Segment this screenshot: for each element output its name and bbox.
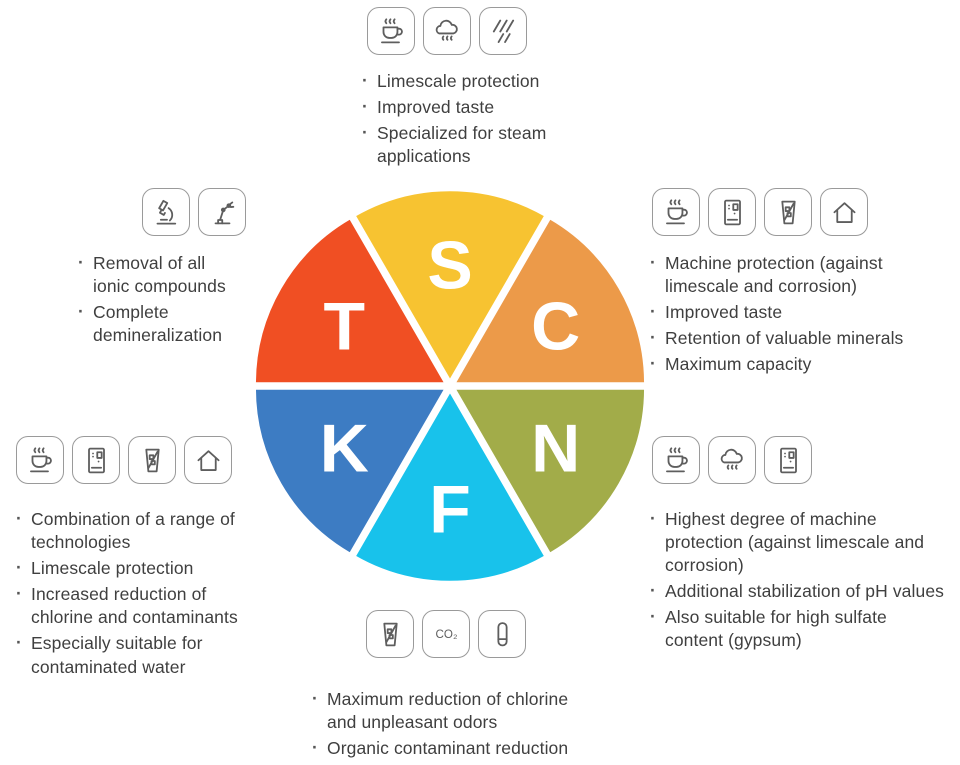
wheel-letter-F: F (429, 471, 471, 547)
house-icon (820, 188, 868, 236)
bullet-list-f: Maximum reduction of chlorine and unplea… (310, 687, 602, 763)
bullet-T: Complete demineralization (76, 300, 238, 347)
icon-row-s (367, 7, 527, 55)
bullet-C: Machine protection (against limescale an… (648, 251, 956, 298)
microscope-icon (142, 188, 190, 236)
wheel-segment-K (253, 387, 448, 556)
glass-icon (764, 188, 812, 236)
wheel-segment-T (253, 216, 448, 385)
house-icon (184, 436, 232, 484)
bullet-list-n: Highest degree of machine protection (ag… (648, 507, 948, 656)
bullet-list-k: Combination of a range of technologiesLi… (14, 507, 268, 682)
steam-cloud-icon (423, 7, 471, 55)
bullet-list-s: Limescale protectionImproved tasteSpecia… (360, 69, 592, 171)
icon-row-k (16, 436, 232, 484)
icon-row-c (652, 188, 868, 236)
wheel-segment-N (452, 387, 647, 556)
bullet-K: Combination of a range of technologies (14, 507, 268, 554)
robot-arm-icon (198, 188, 246, 236)
glass-icon (366, 610, 414, 658)
wheel-segment-C (452, 216, 647, 385)
steam-cup-icon (652, 436, 700, 484)
bullet-list-c: Machine protection (against limescale an… (648, 251, 956, 379)
bullet-K: Increased reduction of chlorine and cont… (14, 582, 268, 629)
steam-jets-icon (479, 7, 527, 55)
wheel-segment-F (352, 388, 548, 584)
wheel-letter-S: S (427, 227, 472, 303)
wheel-letter-N: N (531, 410, 580, 486)
bullet-C: Maximum capacity (648, 352, 956, 376)
machine-icon (764, 436, 812, 484)
bullet-C: Retention of valuable minerals (648, 326, 956, 350)
steam-cup-icon (652, 188, 700, 236)
bullet-T: Removal of all ionic compounds (76, 251, 238, 298)
svg-text:CO₂: CO₂ (435, 628, 457, 641)
machine-icon (708, 188, 756, 236)
bullet-K: Especially suitable for contaminated wat… (14, 631, 268, 678)
bullet-S: Limescale protection (360, 69, 592, 93)
bullet-C: Improved taste (648, 300, 956, 324)
cartridge-icon (478, 610, 526, 658)
bullet-S: Specialized for steam applications (360, 121, 592, 168)
glass-icon (128, 436, 176, 484)
bullet-K: Limescale protection (14, 556, 268, 580)
wheel-segment-S (352, 188, 548, 384)
icon-row-t (142, 188, 246, 236)
bullet-F: Maximum reduction of chlorine and unplea… (310, 687, 602, 734)
icon-row-f: CO₂ (366, 610, 526, 658)
bullet-N: Also suitable for high sulfate content (… (648, 605, 948, 652)
bullet-S: Improved taste (360, 95, 592, 119)
bullet-list-t: Removal of all ionic compoundsComplete d… (76, 251, 238, 350)
co2-icon: CO₂ (422, 610, 470, 658)
steam-cup-icon (16, 436, 64, 484)
steam-cup-icon (367, 7, 415, 55)
wheel-letter-C: C (531, 288, 580, 364)
bullet-N: Additional stabilization of pH values (648, 579, 948, 603)
icon-row-n (652, 436, 812, 484)
bullet-N: Highest degree of machine protection (ag… (648, 507, 948, 577)
wheel-letter-T: T (324, 288, 366, 364)
wheel-letter-K: K (320, 410, 369, 486)
bullet-F: Organic contaminant reduction (310, 736, 602, 760)
steam-cloud-icon (708, 436, 756, 484)
machine-icon (72, 436, 120, 484)
